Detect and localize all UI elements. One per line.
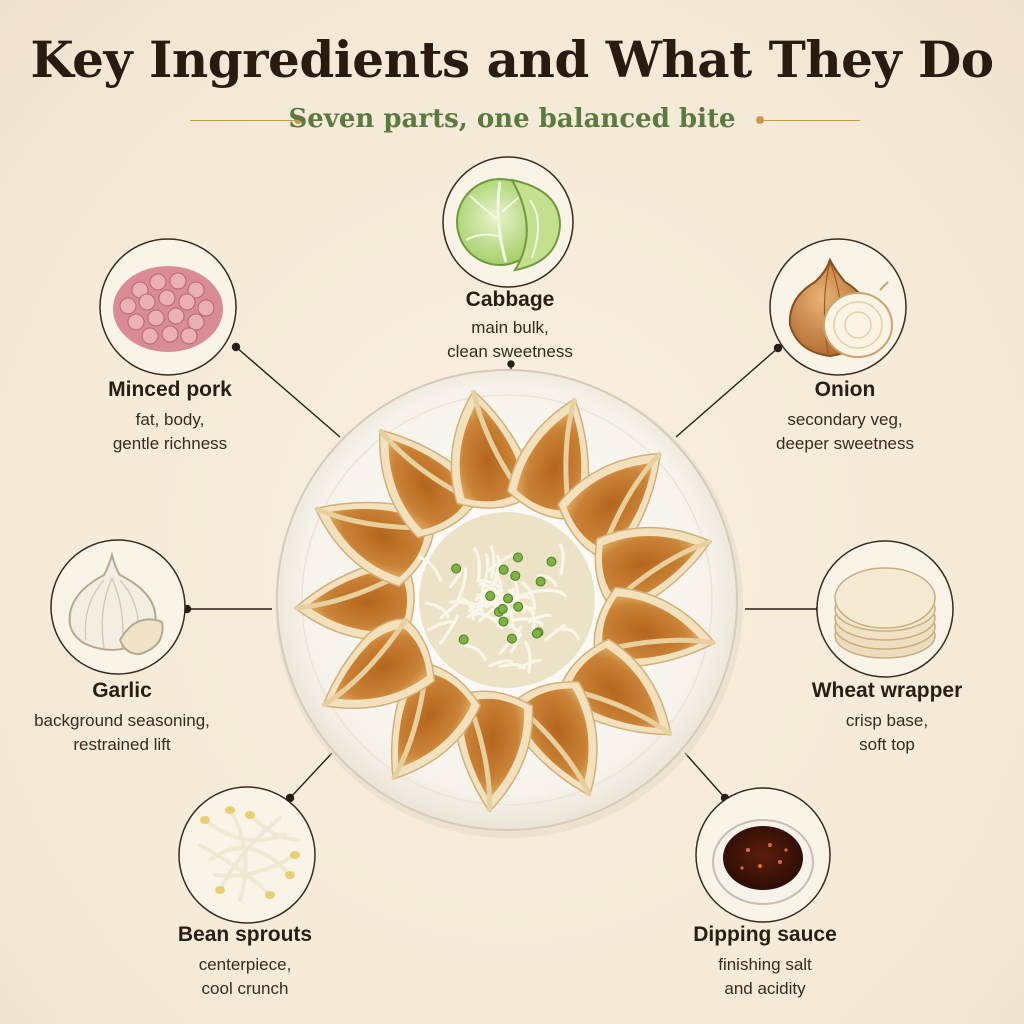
garlic-desc-1: background seasoning,: [34, 711, 210, 730]
wheat-wrapper-name: Wheat wrapper: [811, 679, 963, 702]
connector-sauce: [684, 752, 726, 799]
connector-sprouts: [289, 752, 333, 799]
label-onion: Onion secondary veg, deeper sweetness: [725, 378, 965, 456]
bean-sprouts-desc-2: cool crunch: [201, 979, 289, 998]
dipping-sauce-desc-2: and acidity: [724, 979, 806, 998]
connector-onion: [675, 347, 779, 438]
bean-sprouts-name: Bean sprouts: [177, 923, 313, 946]
label-cabbage: Cabbage main bulk, clean sweetness: [395, 288, 625, 364]
cabbage-desc-1: main bulk,: [471, 318, 549, 337]
cabbage-name: Cabbage: [465, 288, 555, 311]
subtitle-rule-dot-left: [294, 116, 302, 124]
bean-sprouts-desc-1: centerpiece,: [198, 955, 292, 974]
garlic-icon: [68, 551, 164, 656]
onion-icon: [788, 257, 893, 358]
gyoza-dumpling: [455, 690, 534, 813]
onion-desc-2: deeper sweetness: [776, 434, 914, 453]
dipping-sauce-name: Dipping sauce: [693, 923, 837, 946]
wheat-wrapper-desc-2: soft top: [859, 735, 915, 754]
subtitle-rule-dot-right: [756, 116, 764, 124]
dipping-sauce-icon: [712, 819, 814, 905]
gyoza-dumpling: [314, 501, 435, 588]
plate-bean-sprouts: [418, 512, 595, 688]
subtitle-rule-left: [190, 120, 298, 121]
garlic-desc-2: restrained lift: [73, 735, 171, 754]
gyoza-ring: [293, 389, 716, 813]
page-title: Key Ingredients and What They Do: [30, 30, 994, 89]
label-dipping-sauce: Dipping sauce finishing salt and acidity: [645, 923, 885, 1001]
minced-pork-name: Minced pork: [108, 378, 232, 401]
onion-desc-1: secondary veg,: [787, 410, 903, 429]
cabbage-desc-2: clean sweetness: [447, 342, 573, 361]
gyoza-dumpling: [293, 563, 415, 641]
minced-pork-desc-2: gentle richness: [112, 434, 228, 453]
connector-pork: [235, 346, 341, 438]
subtitle-rule-right: [762, 120, 860, 121]
bean-sprouts-heads: [200, 806, 300, 899]
minced-pork-icon: [113, 266, 223, 352]
label-minced-pork: Minced pork fat, body, gentle richness: [50, 378, 290, 456]
gyoza-dumpling: [321, 617, 436, 709]
wheat-wrapper-desc-1: crisp base,: [845, 711, 929, 730]
onion-name: Onion: [814, 378, 876, 401]
wheat-wrapper-icon: [834, 567, 936, 659]
garlic-name: Garlic: [92, 679, 152, 702]
gyoza-dumpling: [378, 428, 478, 539]
gyoza-dumpling: [594, 526, 713, 609]
page-subtitle: Seven parts, one balanced bite: [288, 104, 736, 134]
label-bean-sprouts: Bean sprouts centerpiece, cool crunch: [125, 923, 365, 1001]
bean-sprouts-icon: [198, 808, 300, 902]
minced-pork-desc-1: fat, body,: [135, 410, 205, 429]
dipping-sauce-desc-1: finishing salt: [718, 955, 812, 974]
gyoza-dumpling: [450, 389, 530, 509]
cabbage-icon: [456, 178, 562, 272]
gyoza-dumpling: [506, 397, 590, 520]
label-wheat-wrapper: Wheat wrapper crisp base, soft top: [770, 679, 1004, 757]
label-garlic: Garlic background seasoning, restrained l…: [4, 679, 240, 757]
